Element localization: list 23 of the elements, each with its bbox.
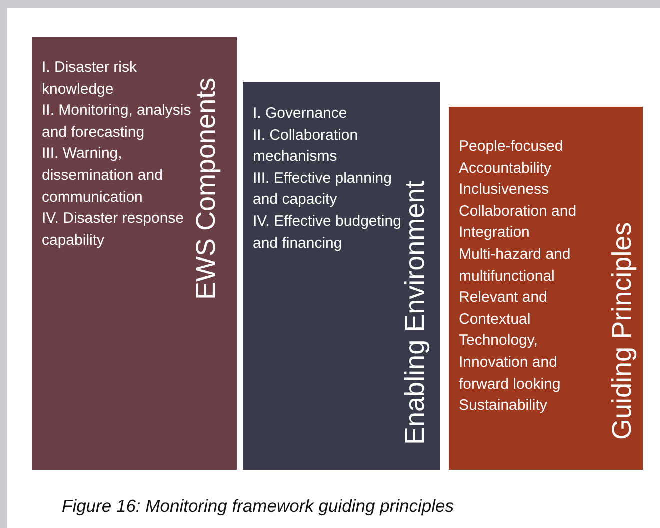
figure-caption: Figure 16: Monitoring framework guiding principles: [62, 496, 454, 517]
list-item: IV. Effective budgeting and financing: [253, 212, 402, 254]
list-item: III. Warning, dissemination and communication: [42, 144, 164, 208]
column-heading: Enabling Environment: [400, 180, 431, 445]
list-item: Sustainability: [459, 396, 548, 416]
list-item: II. Monitoring, analysis and forecasting: [42, 101, 192, 143]
list-item: IV. Disaster response capability: [42, 209, 186, 251]
list-item: II. Collaboration mechanisms: [253, 126, 360, 168]
list-item: III. Effective planning and capacity: [253, 168, 393, 210]
list-item: Accountability: [459, 158, 553, 179]
column-heading: EWS Components: [191, 78, 222, 300]
list-item: Multi-hazard and multifunctional: [459, 244, 572, 287]
list-item: Collaboration and Integration: [459, 202, 578, 244]
column-panel: [449, 107, 643, 470]
list-item: I. Governance: [253, 104, 348, 124]
list-item: Technology, Innovation and forward looking: [459, 331, 562, 395]
list-item: I. Disaster risk knowledge: [42, 58, 138, 100]
list-item: Relevant and Contextual: [459, 288, 548, 330]
column-panel: [243, 82, 440, 470]
column-heading: Guiding Principles: [606, 222, 638, 440]
column-panel: [32, 37, 237, 470]
list-item: People-focused: [459, 137, 564, 157]
list-item: Inclusiveness: [459, 180, 550, 200]
